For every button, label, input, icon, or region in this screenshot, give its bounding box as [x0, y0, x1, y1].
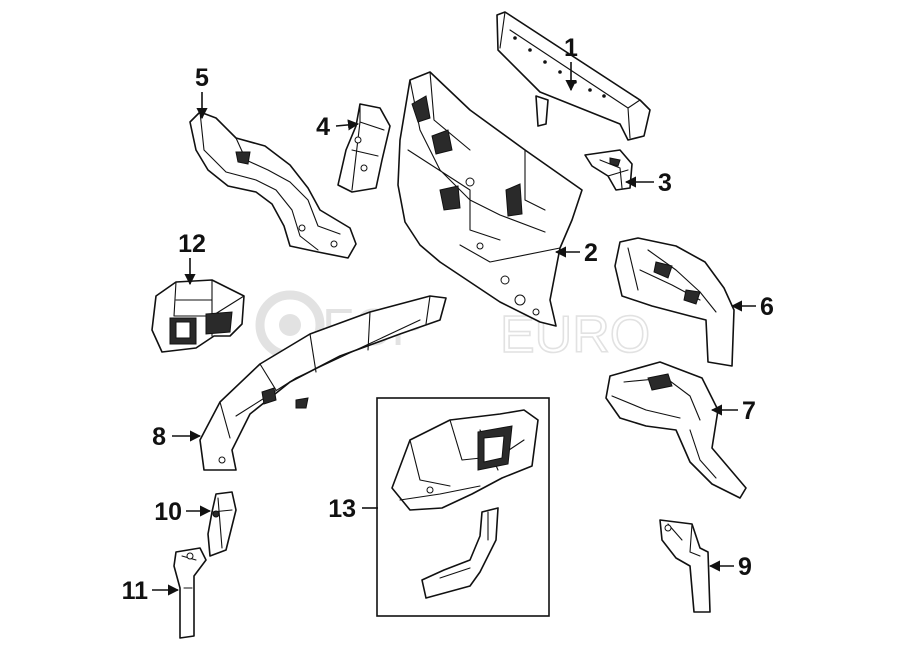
watermark-brand-light: EURO — [500, 306, 650, 364]
callout-6: 6 — [760, 293, 774, 321]
part-10-bracket — [207, 491, 237, 557]
callout-4: 4 — [316, 113, 330, 141]
leader-4 — [335, 119, 360, 131]
part-12-air-duct — [151, 279, 245, 353]
callout-8: 8 — [152, 423, 166, 451]
part-4-bracket — [337, 103, 391, 193]
part-13-inset — [376, 397, 550, 617]
callout-12: 12 — [178, 230, 206, 258]
part-11-bracket — [173, 547, 207, 639]
part-6-wheelhouse — [614, 237, 735, 367]
callout-9: 9 — [738, 553, 752, 581]
part-1-cowl-top-panel — [496, 11, 651, 141]
leader-arrows — [152, 62, 756, 596]
part-9-bracket — [659, 519, 711, 613]
callout-7: 7 — [742, 397, 756, 425]
callout-10: 10 — [154, 498, 182, 526]
callout-numbers: 1 2 3 4 5 6 7 8 9 10 11 12 13 — [122, 34, 774, 605]
callout-2: 2 — [584, 239, 598, 267]
callout-3: 3 — [658, 169, 672, 197]
callout-1: 1 — [564, 34, 578, 62]
callout-11: 11 — [122, 577, 149, 605]
part-2-dash-panel — [397, 71, 583, 327]
callout-5: 5 — [195, 64, 209, 92]
callout-13: 13 — [328, 495, 356, 523]
part-3-bracket — [584, 149, 633, 191]
part-5-rail — [189, 111, 357, 259]
part-8-rail — [199, 295, 447, 471]
part-7-wheelhouse — [605, 361, 747, 499]
